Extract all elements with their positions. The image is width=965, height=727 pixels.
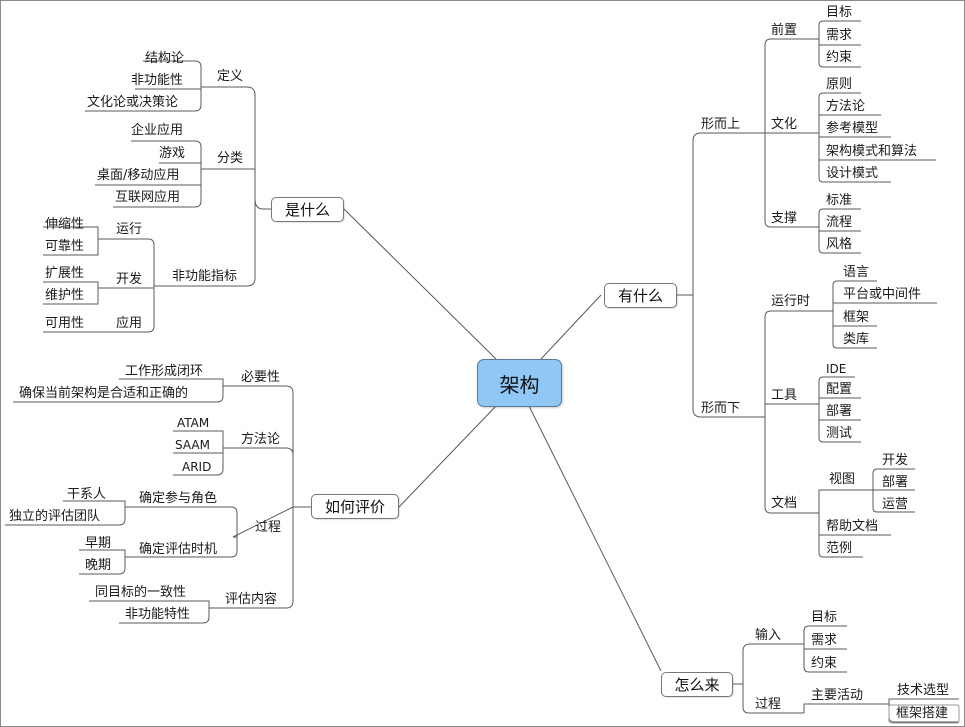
node-nec-correct[interactable]: 确保当前架构是合适和正确的 (19, 386, 189, 401)
node-content-consistency[interactable]: 同目标的一致性 (95, 585, 187, 600)
node-runtime[interactable]: 运行时 (771, 294, 811, 309)
node-culture-patterns[interactable]: 架构模式和算法 (826, 144, 918, 159)
node-pre-goal[interactable]: 目标 (826, 5, 853, 20)
node-content[interactable]: 评估内容 (225, 592, 278, 607)
node-main-activities[interactable]: 主要活动 (811, 688, 864, 703)
node-method-atam[interactable]: ATAM (177, 416, 210, 430)
node-runtime-lang[interactable]: 语言 (843, 265, 870, 280)
node-input-req[interactable]: 需求 (811, 633, 838, 648)
node-method-saam[interactable]: SAAM (175, 438, 210, 452)
node-input[interactable]: 输入 (755, 628, 782, 643)
node-def-structure[interactable]: 结构论 (145, 51, 185, 66)
node-nfi-extensibility[interactable]: 扩展性 (45, 266, 85, 281)
node-nfi-maintainability[interactable]: 维护性 (45, 288, 85, 303)
node-pre-constraint[interactable]: 约束 (826, 50, 853, 65)
node-support[interactable]: 支撑 (771, 211, 798, 226)
node-tools-deploy[interactable]: 部署 (826, 404, 853, 419)
node-tools[interactable]: 工具 (771, 388, 798, 403)
node-support-standard[interactable]: 标准 (826, 193, 853, 208)
node-content-nonfunctional[interactable]: 非功能特性 (125, 607, 191, 622)
node-tools-ide[interactable]: IDE (826, 362, 847, 376)
node-timing-early[interactable]: 早期 (85, 536, 112, 551)
node-culture-principle[interactable]: 原则 (826, 77, 853, 92)
node-roles-team[interactable]: 独立的评估团队 (9, 509, 101, 524)
topic-what[interactable]: 是什么 (271, 197, 344, 222)
node-runtime-lib[interactable]: 类库 (843, 332, 870, 347)
node-nfi[interactable]: 非功能指标 (172, 269, 238, 284)
node-docs-example[interactable]: 范例 (826, 541, 853, 556)
node-def-culture[interactable]: 文化论或决策论 (87, 95, 179, 110)
node-cat-internet[interactable]: 互联网应用 (115, 190, 181, 205)
node-input-goal[interactable]: 目标 (811, 610, 838, 625)
node-nfi-reliability[interactable]: 可靠性 (45, 239, 85, 254)
topic-have[interactable]: 有什么 (604, 283, 677, 308)
node-culture-refmodel[interactable]: 参考模型 (826, 121, 879, 136)
node-input-constraint[interactable]: 约束 (811, 656, 838, 671)
node-views-dev[interactable]: 开发 (882, 453, 909, 468)
node-physical[interactable]: 形而下 (701, 401, 741, 416)
node-tools-test[interactable]: 测试 (826, 426, 853, 441)
node-views-deploy[interactable]: 部署 (882, 475, 909, 490)
node-process[interactable]: 过程 (255, 520, 282, 535)
node-runtime-framework[interactable]: 框架 (843, 310, 870, 325)
topic-evaluate[interactable]: 如何评价 (311, 494, 399, 519)
node-culture-design[interactable]: 设计模式 (826, 166, 879, 181)
node-nfi-scalability[interactable]: 伸缩性 (45, 217, 85, 232)
node-runtime-platform[interactable]: 平台或中间件 (843, 287, 922, 302)
node-activity-framework[interactable]: 框架搭建 (896, 706, 949, 721)
root-node[interactable]: 架构 (477, 359, 562, 407)
node-cat-game[interactable]: 游戏 (159, 146, 186, 161)
node-nec-loop[interactable]: 工作形成闭环 (125, 364, 204, 379)
node-definition[interactable]: 定义 (217, 69, 244, 84)
node-method-arid[interactable]: ARID (182, 460, 212, 474)
node-how-process[interactable]: 过程 (755, 697, 782, 712)
node-views-ops[interactable]: 运营 (882, 497, 909, 512)
node-timing[interactable]: 确定评估时机 (139, 542, 218, 557)
node-methodology[interactable]: 方法论 (241, 432, 281, 447)
node-timing-late[interactable]: 晚期 (85, 558, 112, 573)
node-pre-req[interactable]: 需求 (826, 28, 853, 43)
node-nfi-app[interactable]: 应用 (116, 316, 143, 331)
node-culture[interactable]: 文化 (771, 117, 798, 132)
node-category[interactable]: 分类 (217, 151, 244, 166)
node-docs-views[interactable]: 视图 (829, 472, 856, 487)
node-roles-stakeholders[interactable]: 干系人 (67, 487, 107, 502)
node-docs-help[interactable]: 帮助文档 (826, 519, 879, 534)
node-nfi-runtime[interactable]: 运行 (116, 222, 143, 237)
node-support-style[interactable]: 风格 (826, 237, 853, 252)
node-cat-desktop[interactable]: 桌面/移动应用 (97, 168, 180, 183)
node-activity-tech[interactable]: 技术选型 (897, 683, 950, 698)
node-roles[interactable]: 确定参与角色 (139, 491, 218, 506)
topic-how[interactable]: 怎么来 (661, 672, 733, 697)
node-metaphysical[interactable]: 形而上 (701, 117, 741, 132)
node-def-nonfunctional[interactable]: 非功能性 (131, 73, 184, 88)
node-nfi-dev[interactable]: 开发 (116, 272, 143, 287)
node-docs[interactable]: 文档 (771, 496, 798, 511)
node-necessity[interactable]: 必要性 (241, 370, 281, 385)
node-nfi-availability[interactable]: 可用性 (45, 316, 85, 331)
node-cat-enterprise[interactable]: 企业应用 (131, 123, 184, 138)
node-culture-method[interactable]: 方法论 (826, 99, 866, 114)
node-tools-config[interactable]: 配置 (826, 382, 853, 397)
node-support-process[interactable]: 流程 (826, 215, 853, 230)
node-pre[interactable]: 前置 (771, 23, 798, 38)
